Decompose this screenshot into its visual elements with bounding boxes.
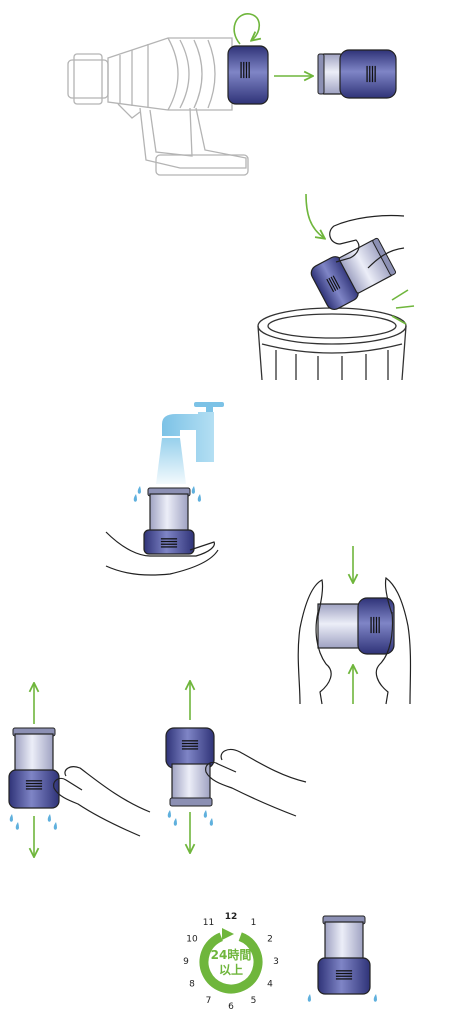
vacuum-outline — [67, 37, 249, 176]
clock-label-line1: 24時間 — [211, 947, 252, 962]
clock-number-4: 4 — [267, 980, 273, 990]
clock-ring-icon: 12 12 3 45 6 7 8 9 10 11 24時間 以上 — [183, 912, 279, 1012]
filter-icon — [165, 727, 215, 807]
step-4-group — [297, 546, 412, 705]
clock-number-3: 3 — [273, 957, 279, 967]
clock-number-2: 2 — [267, 935, 273, 945]
clock-number-8: 8 — [189, 980, 195, 990]
hand-icon — [53, 766, 151, 837]
step-3-group — [105, 402, 224, 576]
clock-number-7: 7 — [206, 996, 212, 1006]
clock-number-1: 1 — [251, 918, 257, 928]
down-arrow-icon — [305, 193, 324, 238]
water-tap-icon — [162, 402, 224, 462]
hand-icon — [205, 748, 307, 817]
filter-icon — [310, 237, 397, 310]
clock-number-11: 11 — [203, 918, 214, 928]
step-6-group: 12 12 3 45 6 7 8 9 10 11 24時間 以上 — [183, 912, 377, 1012]
hand-icon — [329, 214, 405, 269]
rotate-arrow-icon — [233, 13, 259, 45]
hands-icon — [297, 576, 412, 705]
step-1-group — [67, 13, 397, 176]
step-2-group — [257, 193, 415, 381]
clock-number-12: 12 — [225, 912, 238, 922]
filter-icon — [317, 915, 371, 995]
filter-icon — [227, 45, 269, 105]
filter-icon — [317, 49, 397, 99]
clock-number-5: 5 — [251, 996, 257, 1006]
water-drops-icon — [307, 994, 377, 1002]
clock-label-line2: 以上 — [219, 962, 243, 977]
water-stream-icon — [156, 438, 186, 484]
clock-number-9: 9 — [183, 957, 189, 967]
clock-number-10: 10 — [186, 935, 198, 945]
filter-icon — [8, 727, 60, 809]
filter-icon — [143, 487, 195, 555]
clock-number-6: 6 — [228, 1002, 234, 1012]
step-5-group — [8, 682, 307, 856]
tap-lines-icon — [391, 289, 415, 325]
filter-icon — [317, 597, 395, 655]
clock-numbers: 12 12 3 45 6 7 8 9 10 11 — [183, 912, 279, 1012]
palm-hand-icon — [105, 531, 219, 576]
trash-bin-icon — [257, 307, 407, 381]
